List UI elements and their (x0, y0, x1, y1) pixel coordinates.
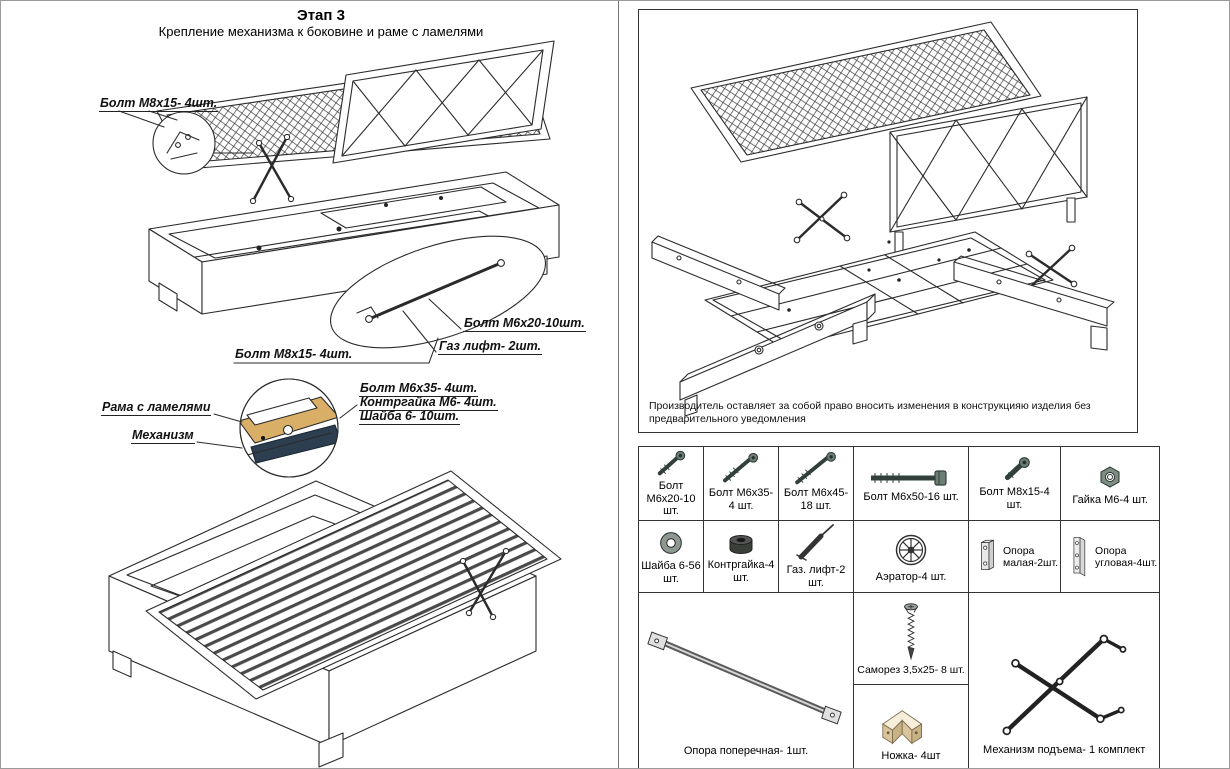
callout-bolt-m6x20: Болт М6х20-10шт. (463, 316, 586, 333)
bolt-icon (706, 453, 776, 486)
part-label: Болт М6х35-4 шт. (708, 487, 774, 512)
exploded-view-box: Производитель оставляет за собой право в… (638, 9, 1138, 433)
bolt-icon (856, 464, 966, 490)
part-cell-foot: Ножка- 4шт (853, 683, 969, 768)
mechanism-detail-circle (196, 378, 358, 478)
part-cell-bolt-m6x45: Болт М6х45-18 шт. (778, 446, 854, 521)
support-corner-icon (1063, 527, 1093, 585)
front-board (679, 293, 876, 417)
lift-mechanism-icon (971, 613, 1157, 743)
locknut-icon (706, 528, 776, 558)
bolt-icon (971, 455, 1058, 485)
part-cell-bolt-m8x15: Болт М8х15-4 шт. (967, 446, 1062, 521)
left-assembly-drawing (108, 40, 562, 768)
part-cell-crossbar: Опора поперечная- 1шт. (638, 591, 854, 768)
headboard-lattice (332, 40, 555, 164)
callout-mechanism: Механизм (131, 428, 195, 445)
slat-frame (145, 470, 562, 700)
parts-table: Болт М6х20-10 шт. Болт М6х35-4 шт. (638, 446, 1161, 768)
bed-box-slats-drawing (108, 470, 562, 768)
bolt-icon (641, 449, 701, 479)
part-label: Газ. лифт-2 шт. (786, 564, 846, 589)
part-cell-gas-lift: Газ. лифт-2 шт. (778, 519, 854, 593)
part-label: Опора поперечная- 1шт. (683, 744, 809, 757)
foot-icon (856, 699, 966, 749)
part-cell-locknut: Контргайка-4 шт. (703, 519, 779, 593)
scissor-arm-right (1023, 244, 1078, 294)
callout-frame-with-slats: Рама с ламелями (101, 400, 212, 417)
bolt-icon (781, 452, 851, 486)
part-cell-bolt-m6x35: Болт М6х35-4 шт. (703, 446, 779, 521)
side-board-left (651, 235, 786, 311)
manufacturer-disclaimer: Производитель оставляет за собой право в… (649, 399, 1091, 425)
part-cell-bolt-m6x50: Болт М6х50-16 шт. (853, 446, 969, 521)
part-label: Контргайка-4 шт. (707, 559, 775, 584)
scissor-arm-left (793, 191, 851, 244)
part-cell-nut-m6: Гайка М6-4 шт. (1060, 446, 1161, 521)
part-cell-washer: Шайба 6-56 шт. (638, 519, 704, 593)
screw-icon (856, 601, 966, 663)
headboard-lattice (889, 96, 1088, 257)
part-cell-bolt-m6x20: Болт М6х20-10 шт. (638, 446, 704, 521)
support-arm (459, 547, 510, 621)
part-cell-aerator: Аэратор-4 шт. (853, 519, 969, 593)
side-board-right (953, 255, 1115, 351)
part-cell-support-small: Опора малая-2шт. (967, 519, 1062, 593)
lattice-lid (690, 21, 1042, 163)
part-label: Механизм подъема- 1 комплект (983, 743, 1146, 756)
callout-bolt-m6x35: Болт М6х35- 4шт. (359, 381, 479, 398)
part-cell-screw: Саморез 3,5х25- 8 шт. (853, 591, 969, 685)
part-label: Опора угловая-4шт. (1095, 544, 1158, 569)
callout-locknut-m6: Контргайка М6- 4шт. (359, 395, 498, 412)
part-label: Опора малая-2шт. (1003, 544, 1059, 569)
gas-lift-detail-oval (233, 235, 547, 364)
part-label: Болт М6х50-16 шт. (863, 490, 959, 503)
nut-icon (1063, 461, 1157, 493)
stage-title: Этап 3 (297, 7, 345, 24)
crossbar-icon (641, 612, 851, 744)
washer-icon (641, 527, 701, 559)
callout-bolt-m8x15-top: Болт М8х15- 4шт. (99, 96, 219, 113)
part-cell-lift-mechanism: Механизм подъема- 1 комплект (967, 591, 1161, 768)
stage-subtitle: Крепление механизма к боковине и раме с … (158, 24, 484, 39)
callout-bolt-m8x15-bottom: Болт М8х15- 4шт. (235, 347, 353, 361)
part-label: Шайба 6-56 шт. (641, 560, 701, 585)
part-label: Саморез 3,5х25- 8 шт. (857, 663, 965, 676)
part-label: Аэратор-4 шт. (875, 570, 947, 583)
part-label: Ножка- 4шт (881, 749, 941, 762)
scissor-arm (249, 133, 295, 205)
gas-lift-icon (781, 523, 851, 563)
part-label: Болт М8х15-4 шт. (979, 486, 1050, 511)
part-label: Болт М6х20-10 шт. (646, 480, 696, 518)
callout-washer-6: Шайба 6- 10шт. (359, 409, 461, 426)
part-cell-support-corner: Опора угловая-4шт. (1060, 519, 1161, 593)
aerator-icon (856, 530, 966, 570)
part-label: Болт М6х45-18 шт. (783, 487, 849, 512)
callout-gas-lift: Газ лифт- 2шт. (438, 339, 543, 356)
right-exploded-drawing (651, 21, 1115, 417)
support-small-icon (971, 531, 1001, 581)
part-label: Гайка М6-4 шт. (1072, 493, 1148, 506)
panel-divider (618, 1, 619, 768)
